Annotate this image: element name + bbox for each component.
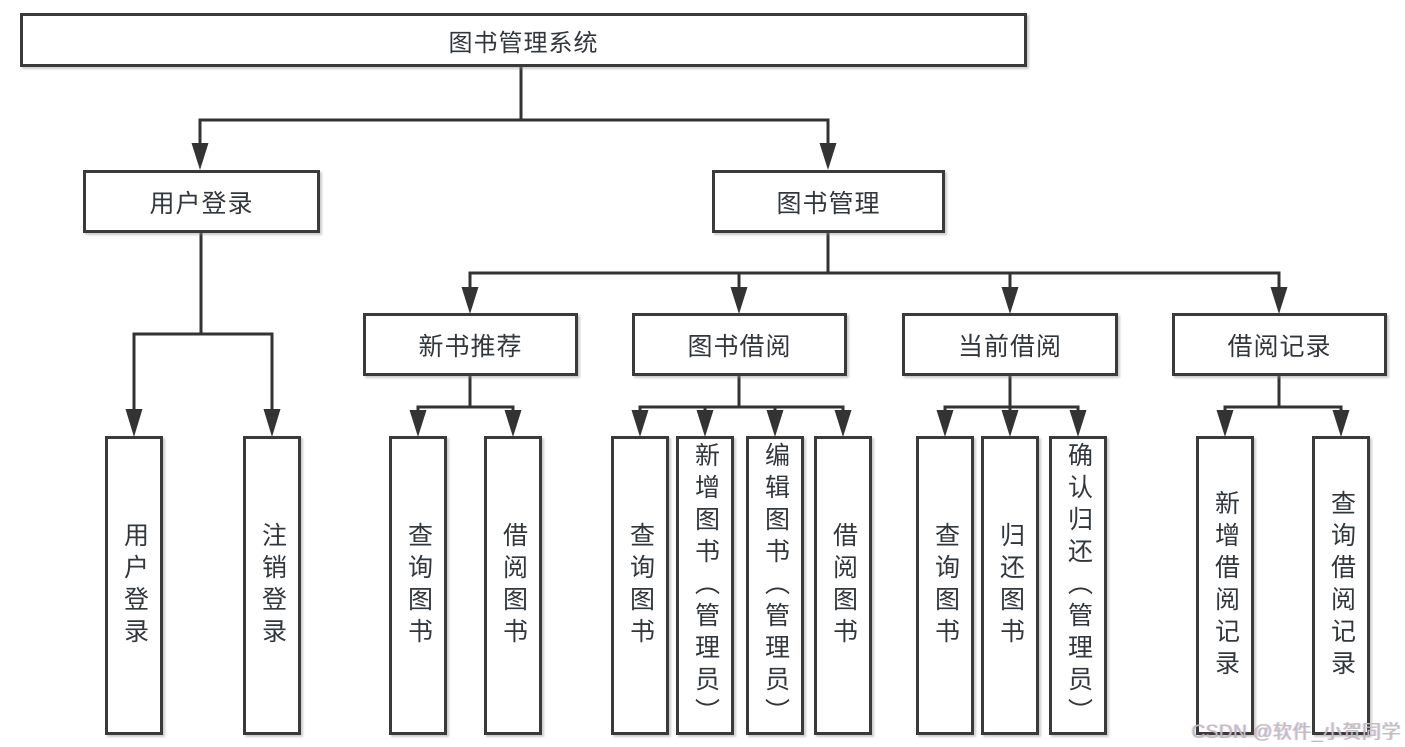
node-recommend-borrow-book: 借阅图书: [484, 436, 542, 735]
node-current-return-book: 归还图书: [981, 436, 1039, 735]
node-borrow-borrow-book: 借阅图书: [814, 436, 872, 735]
connector-new-book-recommend: [409, 376, 522, 437]
node-label: 用户登录: [120, 521, 149, 650]
node-borrow-query-book: 查询图书: [611, 436, 669, 735]
connector-borrow-records: [1216, 376, 1350, 437]
node-book-borrow: 图书借阅: [632, 313, 847, 376]
node-root: 图书管理系统: [20, 13, 1027, 67]
node-label: 查询图书: [931, 521, 960, 650]
node-borrow-records: 借阅记录: [1172, 313, 1387, 376]
node-label: 借阅记录: [1227, 332, 1332, 361]
node-label: 新书推荐: [418, 332, 523, 361]
node-borrow-edit-book: 编辑图书︵管理员︶: [746, 436, 804, 735]
node-user-login: 用户登录: [83, 170, 320, 233]
node-new-book-recommend: 新书推荐: [363, 313, 578, 376]
node-book-management: 图书管理: [712, 170, 945, 233]
connector-current-borrow: [936, 376, 1087, 437]
node-label: 归还图书: [996, 521, 1025, 650]
node-label: 注销登录: [258, 521, 287, 650]
node-current-confirm-return: 确认归还︵管理员︶: [1049, 436, 1107, 735]
node-label: 借阅图书: [499, 521, 528, 650]
node-label: 图书借阅: [687, 332, 792, 361]
node-records-query-record: 查询借阅记录: [1312, 436, 1370, 735]
node-label: 确认归还︵管理员︶: [1064, 441, 1093, 730]
connector-book-management: [461, 233, 1288, 314]
node-label: 当前借阅: [957, 332, 1062, 361]
connector-root: [191, 67, 837, 170]
node-label: 查询图书: [404, 521, 433, 650]
node-label: 查询借阅记录: [1327, 489, 1356, 682]
connector-book-borrow: [631, 376, 852, 437]
node-borrow-add-book: 新增图书︵管理员︶: [676, 436, 734, 735]
node-current-borrow: 当前借阅: [902, 313, 1118, 376]
node-label: 图书管理系统: [448, 29, 599, 57]
node-label: 新增图书︵管理员︶: [691, 441, 720, 730]
node-label: 新增借阅记录: [1211, 489, 1240, 682]
node-recommend-query-book: 查询图书: [389, 436, 447, 735]
connector-user-login: [125, 233, 281, 437]
node-leaf-user-login: 用户登录: [105, 436, 163, 735]
node-records-add-record: 新增借阅记录: [1196, 436, 1254, 735]
node-label: 编辑图书︵管理员︶: [761, 441, 790, 730]
node-label: 借阅图书: [829, 521, 858, 650]
node-current-query-book: 查询图书: [916, 436, 974, 735]
watermark: CSDN @软件_小贺同学: [1191, 722, 1401, 743]
node-label: 查询图书: [626, 521, 655, 650]
node-label: 图书管理: [776, 189, 881, 218]
node-leaf-logout: 注销登录: [243, 436, 301, 735]
node-label: 用户登录: [149, 189, 254, 218]
